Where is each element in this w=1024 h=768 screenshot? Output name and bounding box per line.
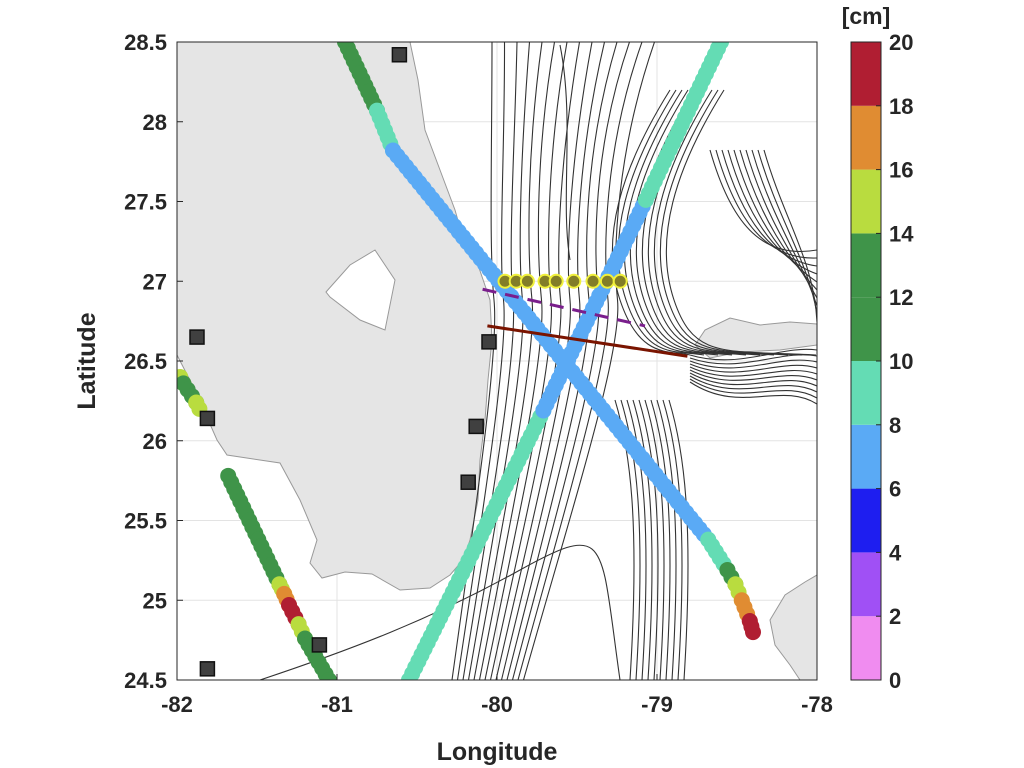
transect-lines: [482, 287, 688, 358]
colorbar-tick-label: 20: [889, 30, 913, 55]
dashed-transect: [482, 287, 646, 328]
contour-line: [559, 44, 571, 261]
colorbar-bin: [851, 42, 881, 106]
contour-line: [763, 149, 817, 323]
y-tick-label: 24.5: [124, 668, 167, 693]
y-tick-label: 26: [143, 429, 167, 454]
colorbar: 0 2 4 6 8 10 12 14 16 18 20: [850, 30, 914, 693]
contour-line: [620, 399, 641, 680]
contour-line: [689, 375, 817, 393]
colorbar-tick-label: 2: [889, 604, 901, 629]
y-axis-label: Latitude: [73, 312, 101, 409]
colorbar-tick-label: 6: [889, 477, 901, 502]
y-tick-label: 25.5: [124, 509, 167, 534]
station-marker: [189, 329, 205, 345]
colorbar-bin: [851, 552, 881, 617]
contour-line: [500, 42, 606, 680]
altimetry-tracks: [177, 42, 761, 680]
colorbar-bin: [851, 233, 881, 298]
x-tick-label: -82: [161, 692, 193, 717]
contour-line: [626, 399, 647, 680]
colorbar-tick-label: 8: [889, 413, 901, 438]
station-marker: [199, 410, 216, 427]
contour-line: [489, 42, 581, 680]
contour-line: [689, 372, 817, 387]
colorbar-bin: [851, 488, 881, 553]
colorbar-tick-label: 14: [889, 221, 914, 246]
track-point: [321, 672, 337, 680]
contour-line: [617, 89, 705, 356]
colorbar-label: [cm]: [842, 3, 891, 29]
section-point: [548, 273, 564, 289]
y-tick-label: 28: [143, 110, 167, 135]
colorbar-tick-label: 16: [889, 158, 913, 183]
colorbar-bin: [851, 424, 881, 489]
contour-line: [478, 42, 556, 680]
contour-line: [623, 89, 719, 356]
contour-line: [757, 149, 817, 315]
axes: -82 -81 -80 -79 -78 24.5 25 25.5 26 26.5 27 27.5 28 2…: [124, 30, 833, 717]
contour-line: [689, 359, 817, 369]
y-tick-label: 28.5: [124, 30, 167, 55]
solid-transect: [487, 324, 688, 358]
contour-line: [632, 399, 653, 680]
bahamas-land-south: [769, 574, 817, 680]
contour-line: [653, 89, 789, 356]
station-marker: [199, 661, 216, 677]
y-tick-label: 27: [143, 269, 167, 294]
x-axis-label: Longitude: [437, 738, 558, 766]
lake-okeechobee: [325, 249, 396, 331]
section-points: [497, 273, 628, 289]
section-point: [612, 273, 628, 289]
contour-line: [629, 89, 733, 356]
colorbar-tick-label: 0: [889, 668, 901, 693]
station-marker: [391, 47, 408, 63]
contour-line: [665, 89, 817, 356]
contour-line: [517, 42, 643, 680]
station-marker: [468, 418, 484, 435]
colorbar-tick-label: 12: [889, 285, 913, 310]
contour-line: [644, 399, 665, 680]
track-point: [713, 42, 729, 50]
section-point: [599, 273, 615, 289]
colorbar-bin: [851, 297, 881, 361]
y-tick-label: 26.5: [124, 349, 167, 374]
contour-line: [495, 42, 593, 680]
station-marker: [311, 637, 328, 653]
contour-line: [689, 366, 817, 377]
section-point: [566, 273, 582, 289]
contour-line: [638, 399, 659, 680]
station-marker: [481, 334, 497, 350]
contour-line: [689, 363, 817, 373]
colorbar-tick-label: 18: [889, 94, 913, 119]
colorbar-tick-label: 4: [889, 540, 902, 565]
contour-line: [689, 369, 817, 381]
station-marker: [460, 474, 476, 490]
colorbar-bin: [851, 169, 881, 234]
y-tick-label: 25: [143, 588, 167, 613]
section-point: [585, 273, 601, 289]
colorbar-bin: [851, 361, 881, 425]
contour-line: [689, 348, 817, 361]
x-tick-label: -78: [801, 692, 833, 717]
section-point: [519, 273, 535, 289]
contour-line: [668, 399, 689, 680]
station-markers: [189, 47, 497, 677]
contour-line: [689, 378, 817, 399]
contour-line: [473, 42, 543, 680]
colorbar-tick-label: 10: [889, 349, 913, 374]
contour-line: [451, 42, 496, 680]
y-tick-label: 27.5: [124, 190, 167, 215]
x-tick-label: -80: [481, 692, 513, 717]
x-tick-label: -81: [321, 692, 353, 717]
contour-line: [659, 89, 803, 356]
x-tick-label: -79: [641, 692, 673, 717]
contour-line: [689, 381, 817, 405]
contour-line: [522, 42, 656, 680]
colorbar-bin: [851, 105, 881, 170]
colorbar-bin: [851, 616, 881, 680]
contour-line: [259, 544, 621, 680]
track-point: [745, 624, 761, 641]
